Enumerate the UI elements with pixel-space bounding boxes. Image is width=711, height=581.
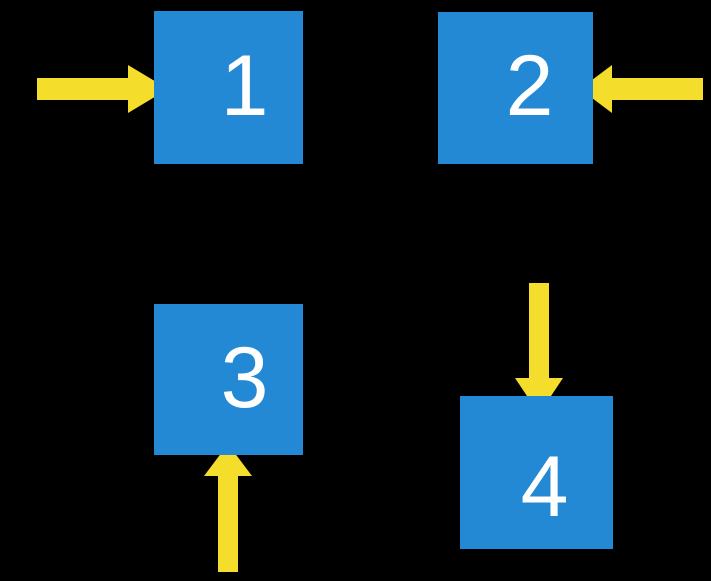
block-node-1[interactable]: 1 [154, 11, 303, 164]
block-node-4[interactable]: 4 [460, 396, 613, 549]
block-node-3-label: 3 [220, 329, 269, 426]
block-node-3[interactable]: 3 [154, 304, 303, 455]
block-node-1-label: 1 [220, 37, 269, 134]
arrow-down-icon [515, 283, 563, 414]
arrow-right-icon [37, 65, 168, 113]
block-node-2-label: 2 [505, 38, 554, 134]
arrow-up-icon [204, 444, 252, 572]
block-node-4-label: 4 [520, 438, 569, 535]
arrow-left-icon [580, 65, 703, 113]
block-node-2[interactable]: 2 [438, 12, 593, 164]
